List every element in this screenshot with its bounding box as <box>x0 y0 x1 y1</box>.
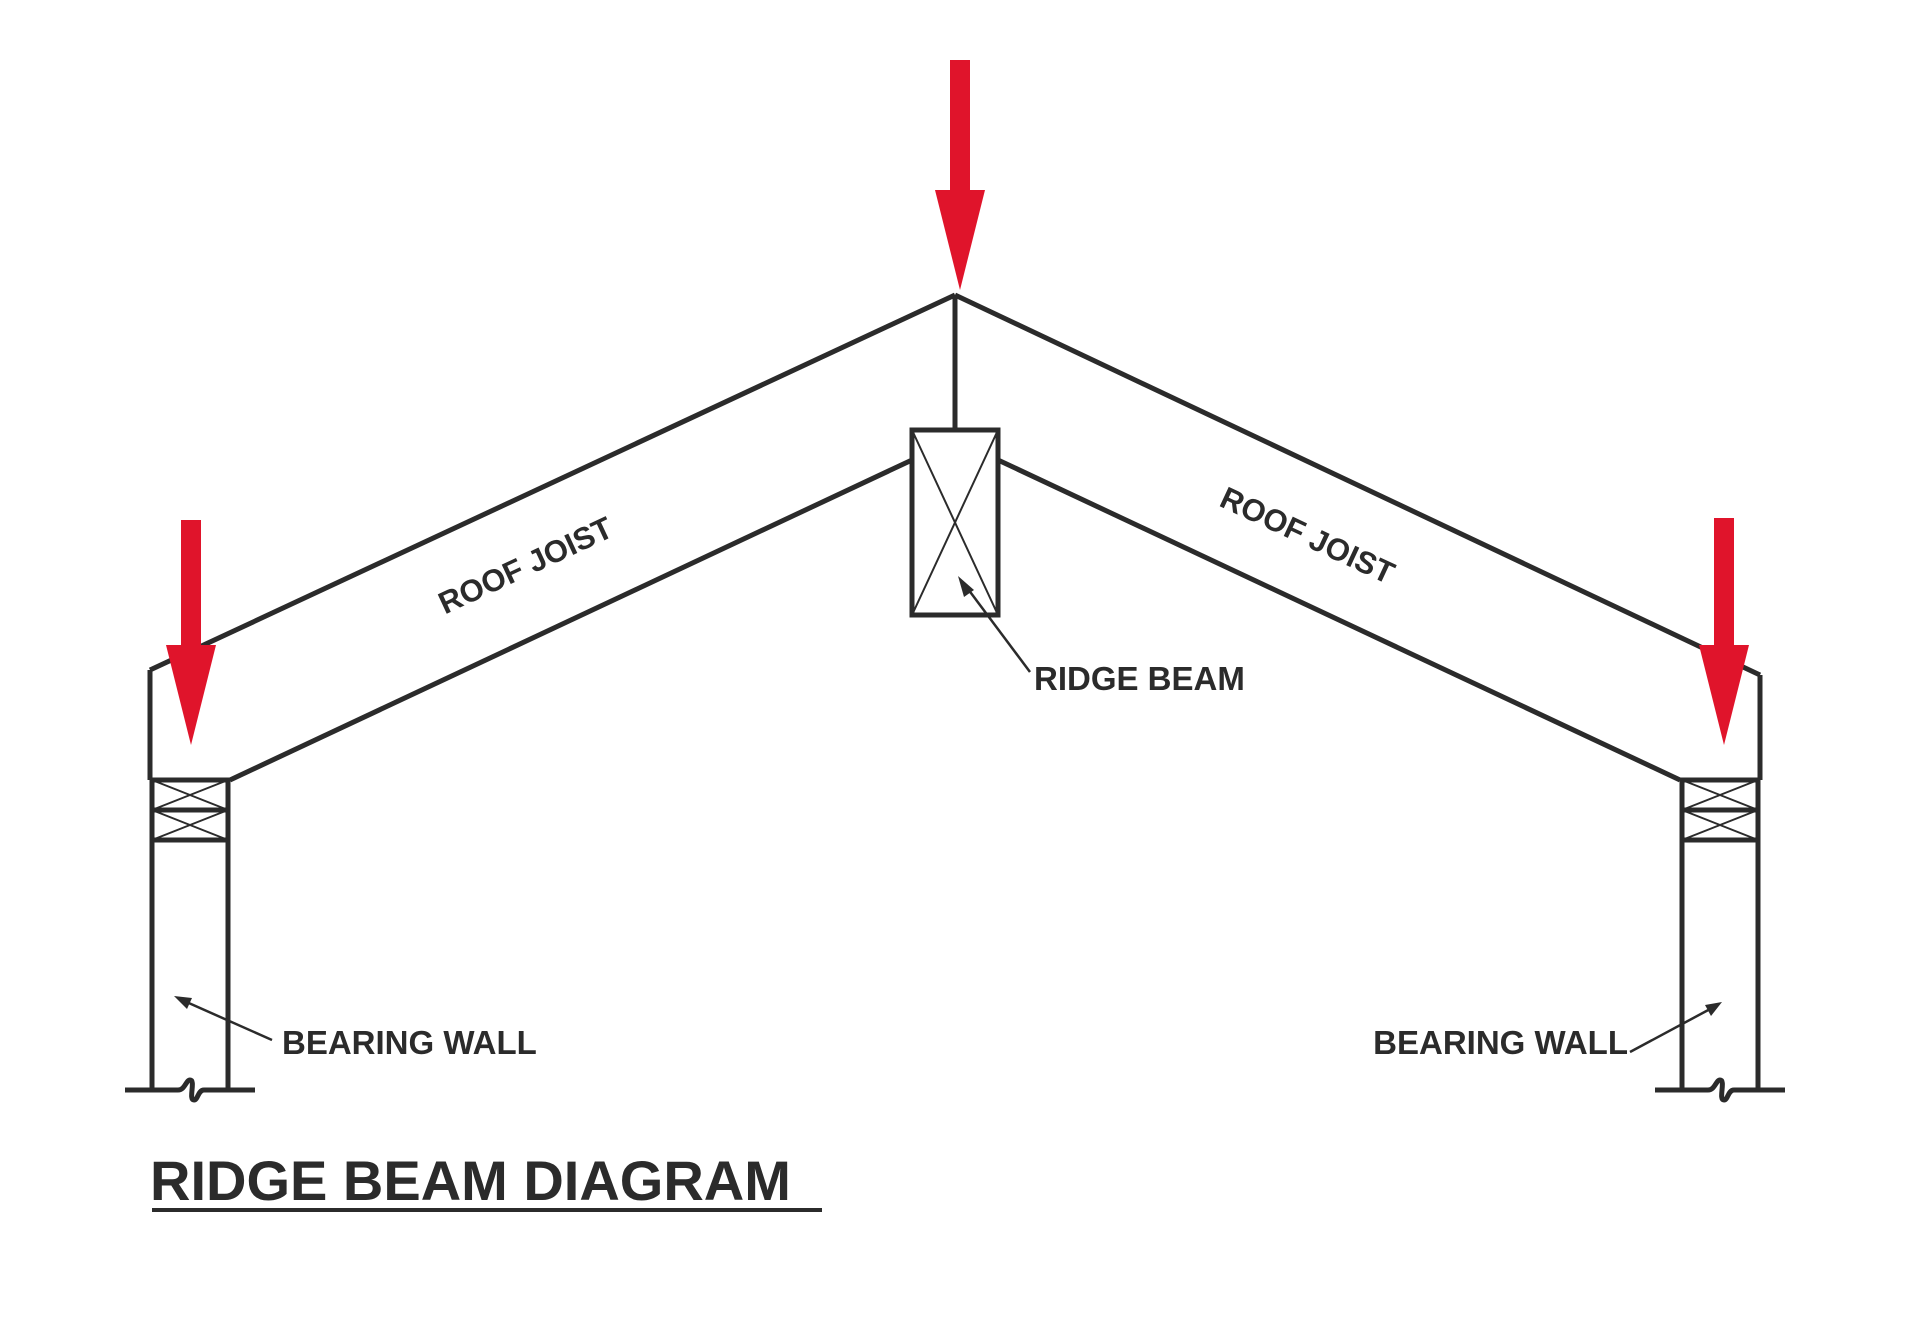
load-arrow-center <box>935 60 985 290</box>
bearing-wall-label-left: BEARING WALL <box>282 1024 537 1061</box>
ridge-beam-label: RIDGE BEAM <box>1034 660 1245 697</box>
bearing-wall-left-leader-arrowhead <box>174 996 192 1009</box>
load-arrow-right <box>1699 518 1749 745</box>
diagram-title: RIDGE BEAM DIAGRAM <box>150 1149 791 1212</box>
top-plate-right <box>1679 777 1761 843</box>
load-arrow-left <box>166 520 216 745</box>
bearing-wall-right-leader <box>1629 1006 1713 1054</box>
top-plate-left <box>149 777 231 843</box>
ridge-beam-leader-arrowhead <box>958 576 974 597</box>
roof-joist-right <box>953 292 1763 783</box>
bearing-wall-left-leader <box>181 998 273 1042</box>
ridge-beam <box>909 427 1001 618</box>
bearing-wall-right-leader-arrowhead <box>1705 1002 1722 1016</box>
bearing-wall-label-right: BEARING WALL <box>1373 1024 1628 1061</box>
bearing-wall-right <box>1655 840 1785 1103</box>
ridge-beam-leader <box>963 584 1032 673</box>
bearing-wall-left <box>125 840 255 1103</box>
